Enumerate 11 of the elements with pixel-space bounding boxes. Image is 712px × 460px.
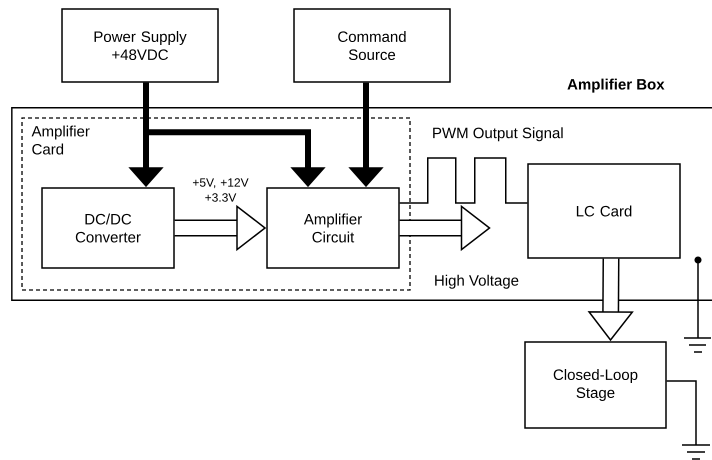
block-box: DC/DC Converter <box>41 187 175 269</box>
enclosure-heading: Amplifier Box <box>567 78 664 93</box>
block-box: Command Source <box>293 8 451 83</box>
block-box: Closed-Loop Stage <box>524 341 667 429</box>
block-box: LC Card <box>527 163 681 259</box>
card-label: Amplifier Card <box>32 126 90 155</box>
block-box: Power Supply +48VDC <box>61 8 219 83</box>
block-box: Amplifier Circuit <box>266 187 400 269</box>
edge-label: +5V, +12V +3.3V <box>188 177 252 203</box>
edge-label: PWM Output Signal <box>430 126 565 142</box>
edge-label: High Voltage <box>432 274 520 290</box>
